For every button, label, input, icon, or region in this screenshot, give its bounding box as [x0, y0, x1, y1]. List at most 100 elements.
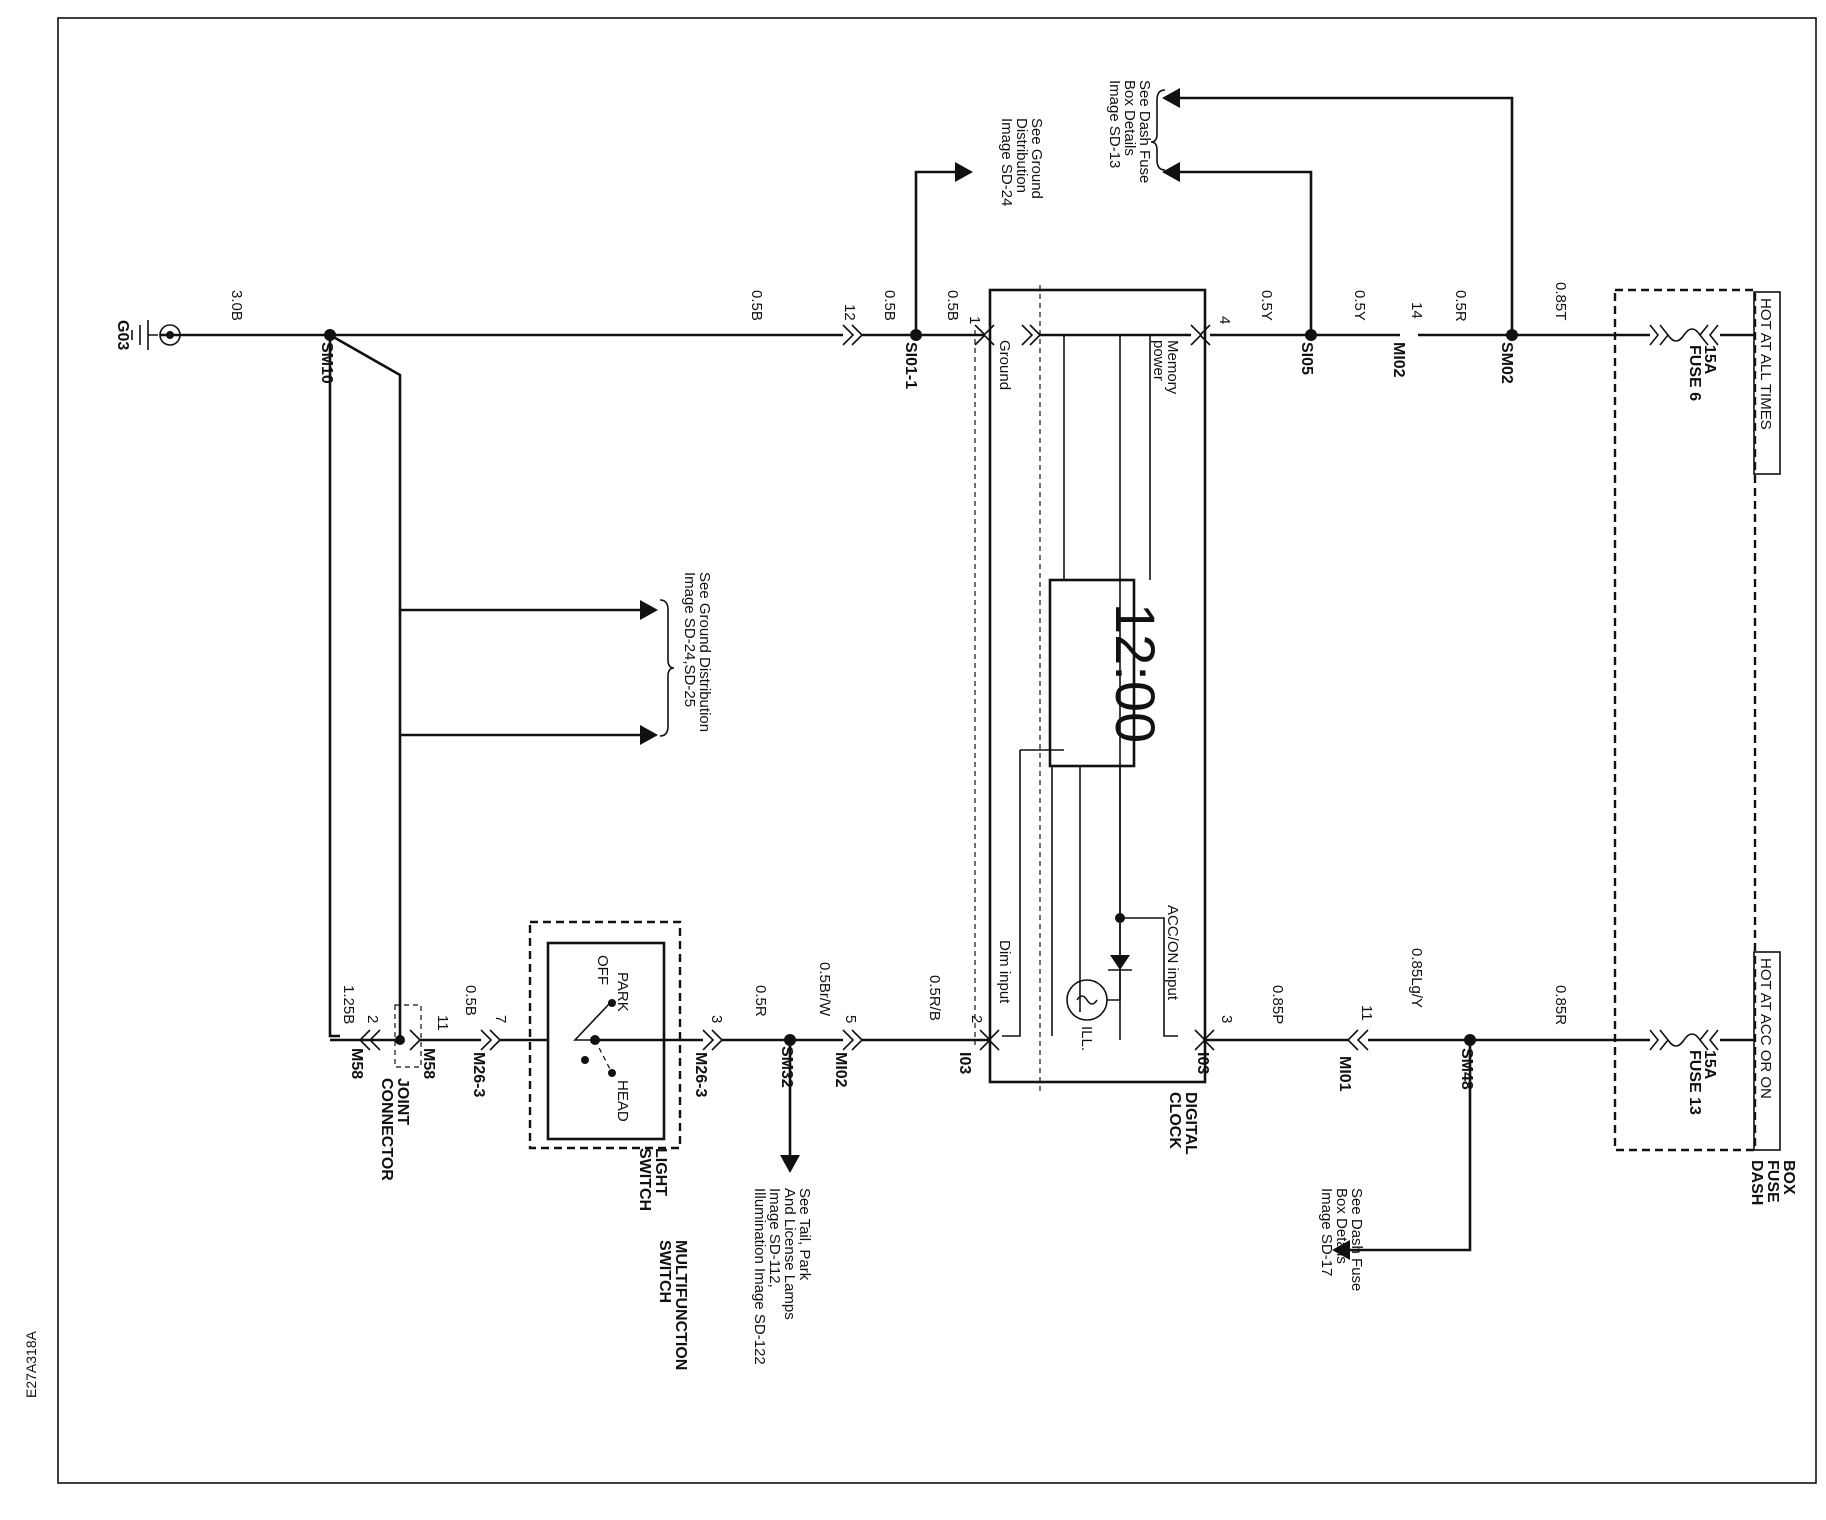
switch-park-label: PARK [614, 972, 631, 1012]
note-tail-3: Image SD-112, [766, 1188, 783, 1288]
hot-at-all-times-box [1753, 291, 1781, 475]
fuse6-label: FUSE 6 [1686, 345, 1703, 401]
wire-label-085r: 0.85R [1552, 985, 1569, 1025]
switch-off-label: OFF [594, 955, 611, 985]
note-dash-fuse-17-3: Image SD-17 [1318, 1188, 1335, 1276]
arrow-sd112 [780, 1155, 800, 1173]
arrow-sd13-b [1162, 162, 1180, 182]
sm02-branch [1180, 96, 1514, 335]
sm10-branch-lower [328, 335, 340, 1038]
label-g03: G03 [114, 320, 131, 350]
label-si01: SI01-1 [902, 342, 919, 389]
memory-internal [1149, 334, 1178, 580]
dash-fuse-box-label-2: FUSE [1764, 1160, 1781, 1203]
fuse6-icon [1667, 328, 1701, 342]
pin-12: 12 [841, 304, 858, 321]
pin-dim-input: Dim input [996, 940, 1013, 1004]
ground-symbol-icon [131, 320, 158, 350]
pin-memory-power-1: Memory [1164, 340, 1181, 395]
wire-label-085p: 0.85P [1269, 985, 1286, 1024]
fuse13-icon [1667, 1033, 1701, 1047]
light-switch-label-1: LIGHT [652, 1148, 669, 1196]
m58-connector-b [358, 1029, 381, 1051]
multifunction-switch-label-2: SWITCH [656, 1240, 673, 1303]
switch-park-contact [608, 999, 616, 1007]
multifunction-switch-outline [528, 920, 682, 1150]
wire-label-085lgy: 0.85Lg/Y [1408, 948, 1425, 1008]
brace-sd13 [1150, 89, 1166, 171]
pin-11a: 11 [1358, 1005, 1375, 1021]
arrow-sd13-a [1162, 88, 1180, 108]
brace-sd24-25 [659, 599, 675, 737]
pin-memory-power-2: power [1150, 340, 1167, 381]
pin-3a: 3 [1218, 1015, 1235, 1023]
wire-label-125b: 1.25B [340, 985, 357, 1024]
multifunction-switch-label-1: MULTIFUNCTION [672, 1240, 689, 1370]
pin-4: 4 [1216, 316, 1233, 324]
label-i03-b: I03 [956, 1052, 973, 1074]
dash-fuse-box-label-1: DASH [1748, 1160, 1765, 1205]
label-sm32: SM32 [778, 1046, 795, 1088]
note-ground-24-1: See Ground [1028, 118, 1045, 199]
g03-ground-icon [159, 324, 181, 346]
note-dash-fuse-13-2: Box Details [1121, 80, 1138, 156]
fuse13-label: FUSE 13 [1686, 1050, 1703, 1115]
switch-off-contact [581, 1056, 589, 1064]
light-switch-label-2: SWITCH [636, 1148, 653, 1211]
wire-label-05b-b: 0.5B [881, 290, 898, 321]
switch-head-label: HEAD [614, 1080, 631, 1122]
pin-5: 5 [842, 1015, 859, 1023]
page-frame [57, 17, 1817, 1484]
fuse6-connector-b [1649, 324, 1670, 346]
label-sm02: SM02 [1498, 342, 1515, 384]
pin-11b: 11 [434, 1015, 451, 1031]
switch-head-path [594, 1039, 613, 1074]
note-ground-24-2: Distribution [1013, 118, 1030, 193]
joint-connector-box [394, 1004, 422, 1068]
diode-to-lamp [1107, 970, 1121, 1001]
fuse13-connector-b [1649, 1029, 1670, 1051]
mi02-bottom-connector [842, 1029, 863, 1051]
pin-14: 14 [1408, 302, 1425, 319]
diode-icon [1110, 955, 1130, 970]
hot-at-acc-label-box [1753, 951, 1781, 1151]
fuse6-connector-a [1698, 324, 1719, 346]
note-dash-fuse-17-1: See Dash Fuse [1348, 1188, 1365, 1291]
pin-ill: ILL. [1078, 1026, 1095, 1051]
label-mi01: MI01 [1336, 1056, 1353, 1092]
digital-clock-box [988, 288, 1207, 1084]
wire-label-05r-bottom: 0.5R [752, 985, 769, 1017]
pin-ground: Ground [996, 340, 1013, 390]
label-mi02-top: MI02 [1390, 342, 1407, 378]
arrow-sd17 [1332, 1240, 1350, 1260]
note-ground-24-25-2: Image SD-24,SD-25 [681, 572, 698, 707]
dim-input-internal [1002, 750, 1021, 1037]
wire-label-05brw: 0.5Br/W [816, 962, 833, 1017]
wire-label-05r-top: 0.5R [1452, 290, 1469, 322]
note-tail-1: See Tail, Park [796, 1188, 813, 1281]
dash-fuse-box-outline [1613, 288, 1757, 1152]
note-ground-24-25-1: See Ground Distribution [696, 572, 713, 732]
g03-ground-center [166, 331, 174, 339]
wire-label-085t: 0.85T [1552, 282, 1569, 320]
si01-branch [914, 170, 955, 335]
note-dash-fuse-13-3: Image SD-13 [1106, 80, 1123, 168]
label-m58-a: M58 [420, 1048, 437, 1079]
acc-input-wire [1120, 917, 1178, 1037]
label-m58-b: M58 [348, 1048, 365, 1079]
digital-clock-label-2: CLOCK [1166, 1092, 1183, 1149]
wire-label-05b-bottom: 0.5B [462, 985, 479, 1016]
wire-label-30b: 3.0B [228, 290, 245, 321]
pin-2b: 2 [364, 1015, 381, 1023]
pin-acc-on: ACC/ON input [1164, 905, 1181, 1001]
ill-filament [1076, 995, 1098, 1005]
m26-3-connector-b [480, 1029, 501, 1051]
sm10-branch-upper [329, 333, 640, 612]
label-sm10: SM10 [318, 342, 335, 384]
note-ground-24-3: Image SD-24 [998, 118, 1015, 206]
digital-clock-label-1: DIGITAL [1182, 1092, 1199, 1155]
dash-fuse-box-label-3: BOX [1780, 1160, 1797, 1195]
fuse13-connector-a [1698, 1029, 1719, 1051]
joint-connector-label-2: CONNECTOR [378, 1078, 395, 1181]
